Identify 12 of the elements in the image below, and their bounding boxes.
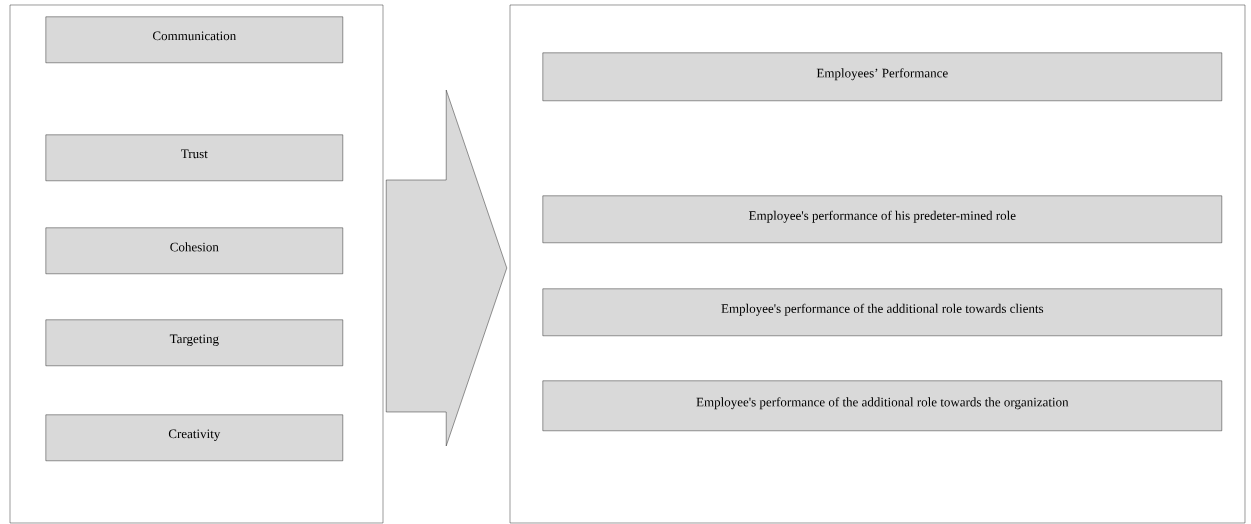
- label-box: Employees’ Performance: [542, 52, 1222, 101]
- label-box: Trust: [45, 134, 343, 181]
- panel-box: [509, 4, 1246, 524]
- label-box: Communication: [45, 16, 343, 63]
- label-box: Employee's performance of the additional role towards the organization: [542, 380, 1222, 431]
- block-arrow: [386, 89, 507, 447]
- label-box: Cohesion: [45, 227, 343, 274]
- panel-box: [9, 4, 384, 524]
- label-box: Employee's performance of his predeter-mined role: [542, 195, 1222, 243]
- label-box: Employee's performance of the additional role towards clients: [542, 288, 1222, 336]
- label-box: Creativity: [45, 414, 343, 461]
- label-box: Targeting: [45, 319, 343, 366]
